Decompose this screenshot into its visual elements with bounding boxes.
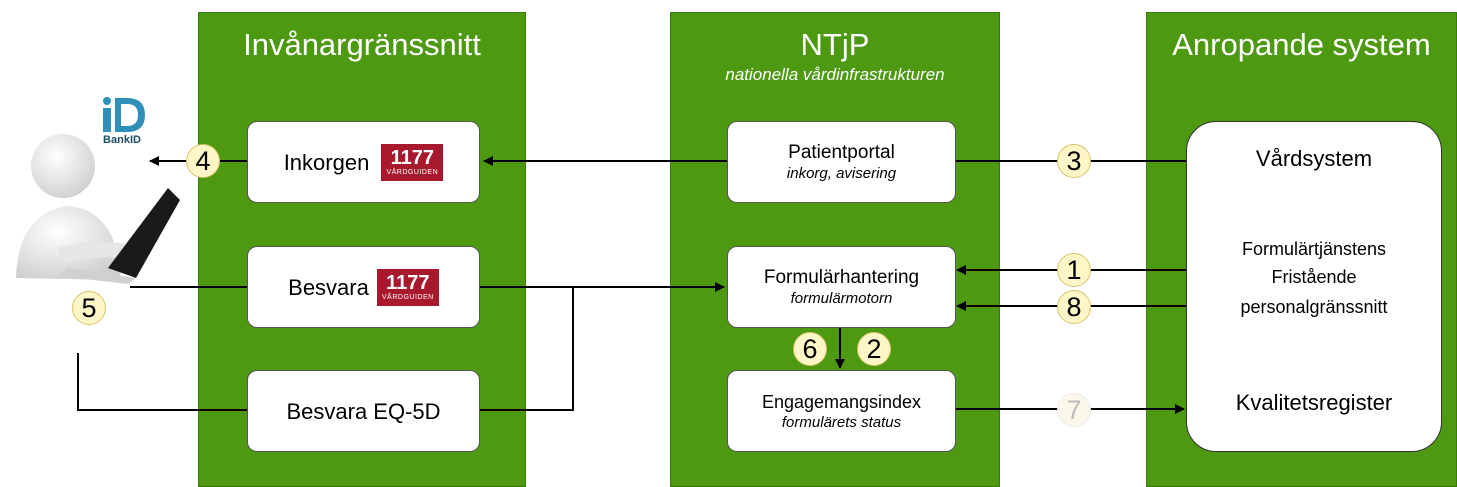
kvalitetsregister-label: Kvalitetsregister (1235, 390, 1393, 415)
column-title: Invånargränssnitt (243, 27, 481, 62)
box-formularhantering: Formulärhantering formulärmotorn (727, 246, 956, 328)
1177-logo: 1177 VÅRDGUIDEN (381, 144, 444, 181)
box-anropande-system: Vårdsystem Formulärtjänstens Fristående … (1186, 121, 1442, 452)
box-subtitle: formulärmotorn (790, 290, 893, 307)
box-besvara-eq5d: Besvara EQ-5D (247, 370, 480, 452)
logo-number: 1177 (386, 272, 430, 294)
box-subtitle: inkorg, avisering (786, 165, 897, 182)
column-title: NTjP (800, 27, 870, 62)
bankid-label: BankID (103, 134, 141, 146)
person-laptop-icon (16, 134, 180, 284)
box-title: Engagemangsindex (761, 392, 922, 412)
vardsystem-label: Vårdsystem (1255, 146, 1373, 171)
logo-text: VÅRDGUIDEN (386, 169, 439, 176)
box-label: Inkorgen (283, 149, 370, 175)
step-badge-2: 2 (857, 332, 891, 366)
formulartjanst-line-2: Fristående (1271, 267, 1357, 287)
box-label: Besvara EQ-5D (286, 399, 441, 424)
column-title: Anropande system (1172, 27, 1431, 62)
user-computer-illustration (8, 118, 180, 286)
box-inkorgen: Inkorgen 1177 VÅRDGUIDEN (247, 121, 480, 203)
formulartjanst-line-1: Formulärtjänstens (1241, 239, 1387, 259)
box-title: Patientportal (788, 142, 895, 163)
step-badge-8: 8 (1057, 290, 1091, 324)
box-engagemangsindex: Engagemangsindex formulärets status (727, 370, 956, 452)
step-badge-4: 4 (186, 144, 220, 178)
step-badge-1: 1 (1057, 253, 1091, 287)
step-badge-3: 3 (1057, 144, 1091, 178)
step-badge-7: 7 (1057, 393, 1091, 427)
bankid-icon (103, 97, 145, 132)
box-title: Formulärhantering (763, 267, 920, 288)
bankid-logo: BankID (93, 96, 151, 150)
box-besvara-1177: Besvara 1177 VÅRDGUIDEN (247, 246, 480, 328)
step-badge-5: 5 (72, 291, 106, 325)
logo-text: VÅRDGUIDEN (382, 294, 434, 301)
formulartjanst-line-3: personalgränssnitt (1240, 297, 1388, 317)
logo-number: 1177 (390, 147, 434, 169)
1177-logo: 1177 VÅRDGUIDEN (376, 269, 439, 306)
box-patientportal: Patientportal inkorg, avisering (727, 121, 956, 203)
box-subtitle: formulärets status (781, 414, 902, 431)
column-subtitle: nationella vårdinfrastrukturen (725, 65, 945, 84)
step-badge-6: 6 (793, 332, 827, 366)
box-label: Besvara (288, 274, 369, 300)
